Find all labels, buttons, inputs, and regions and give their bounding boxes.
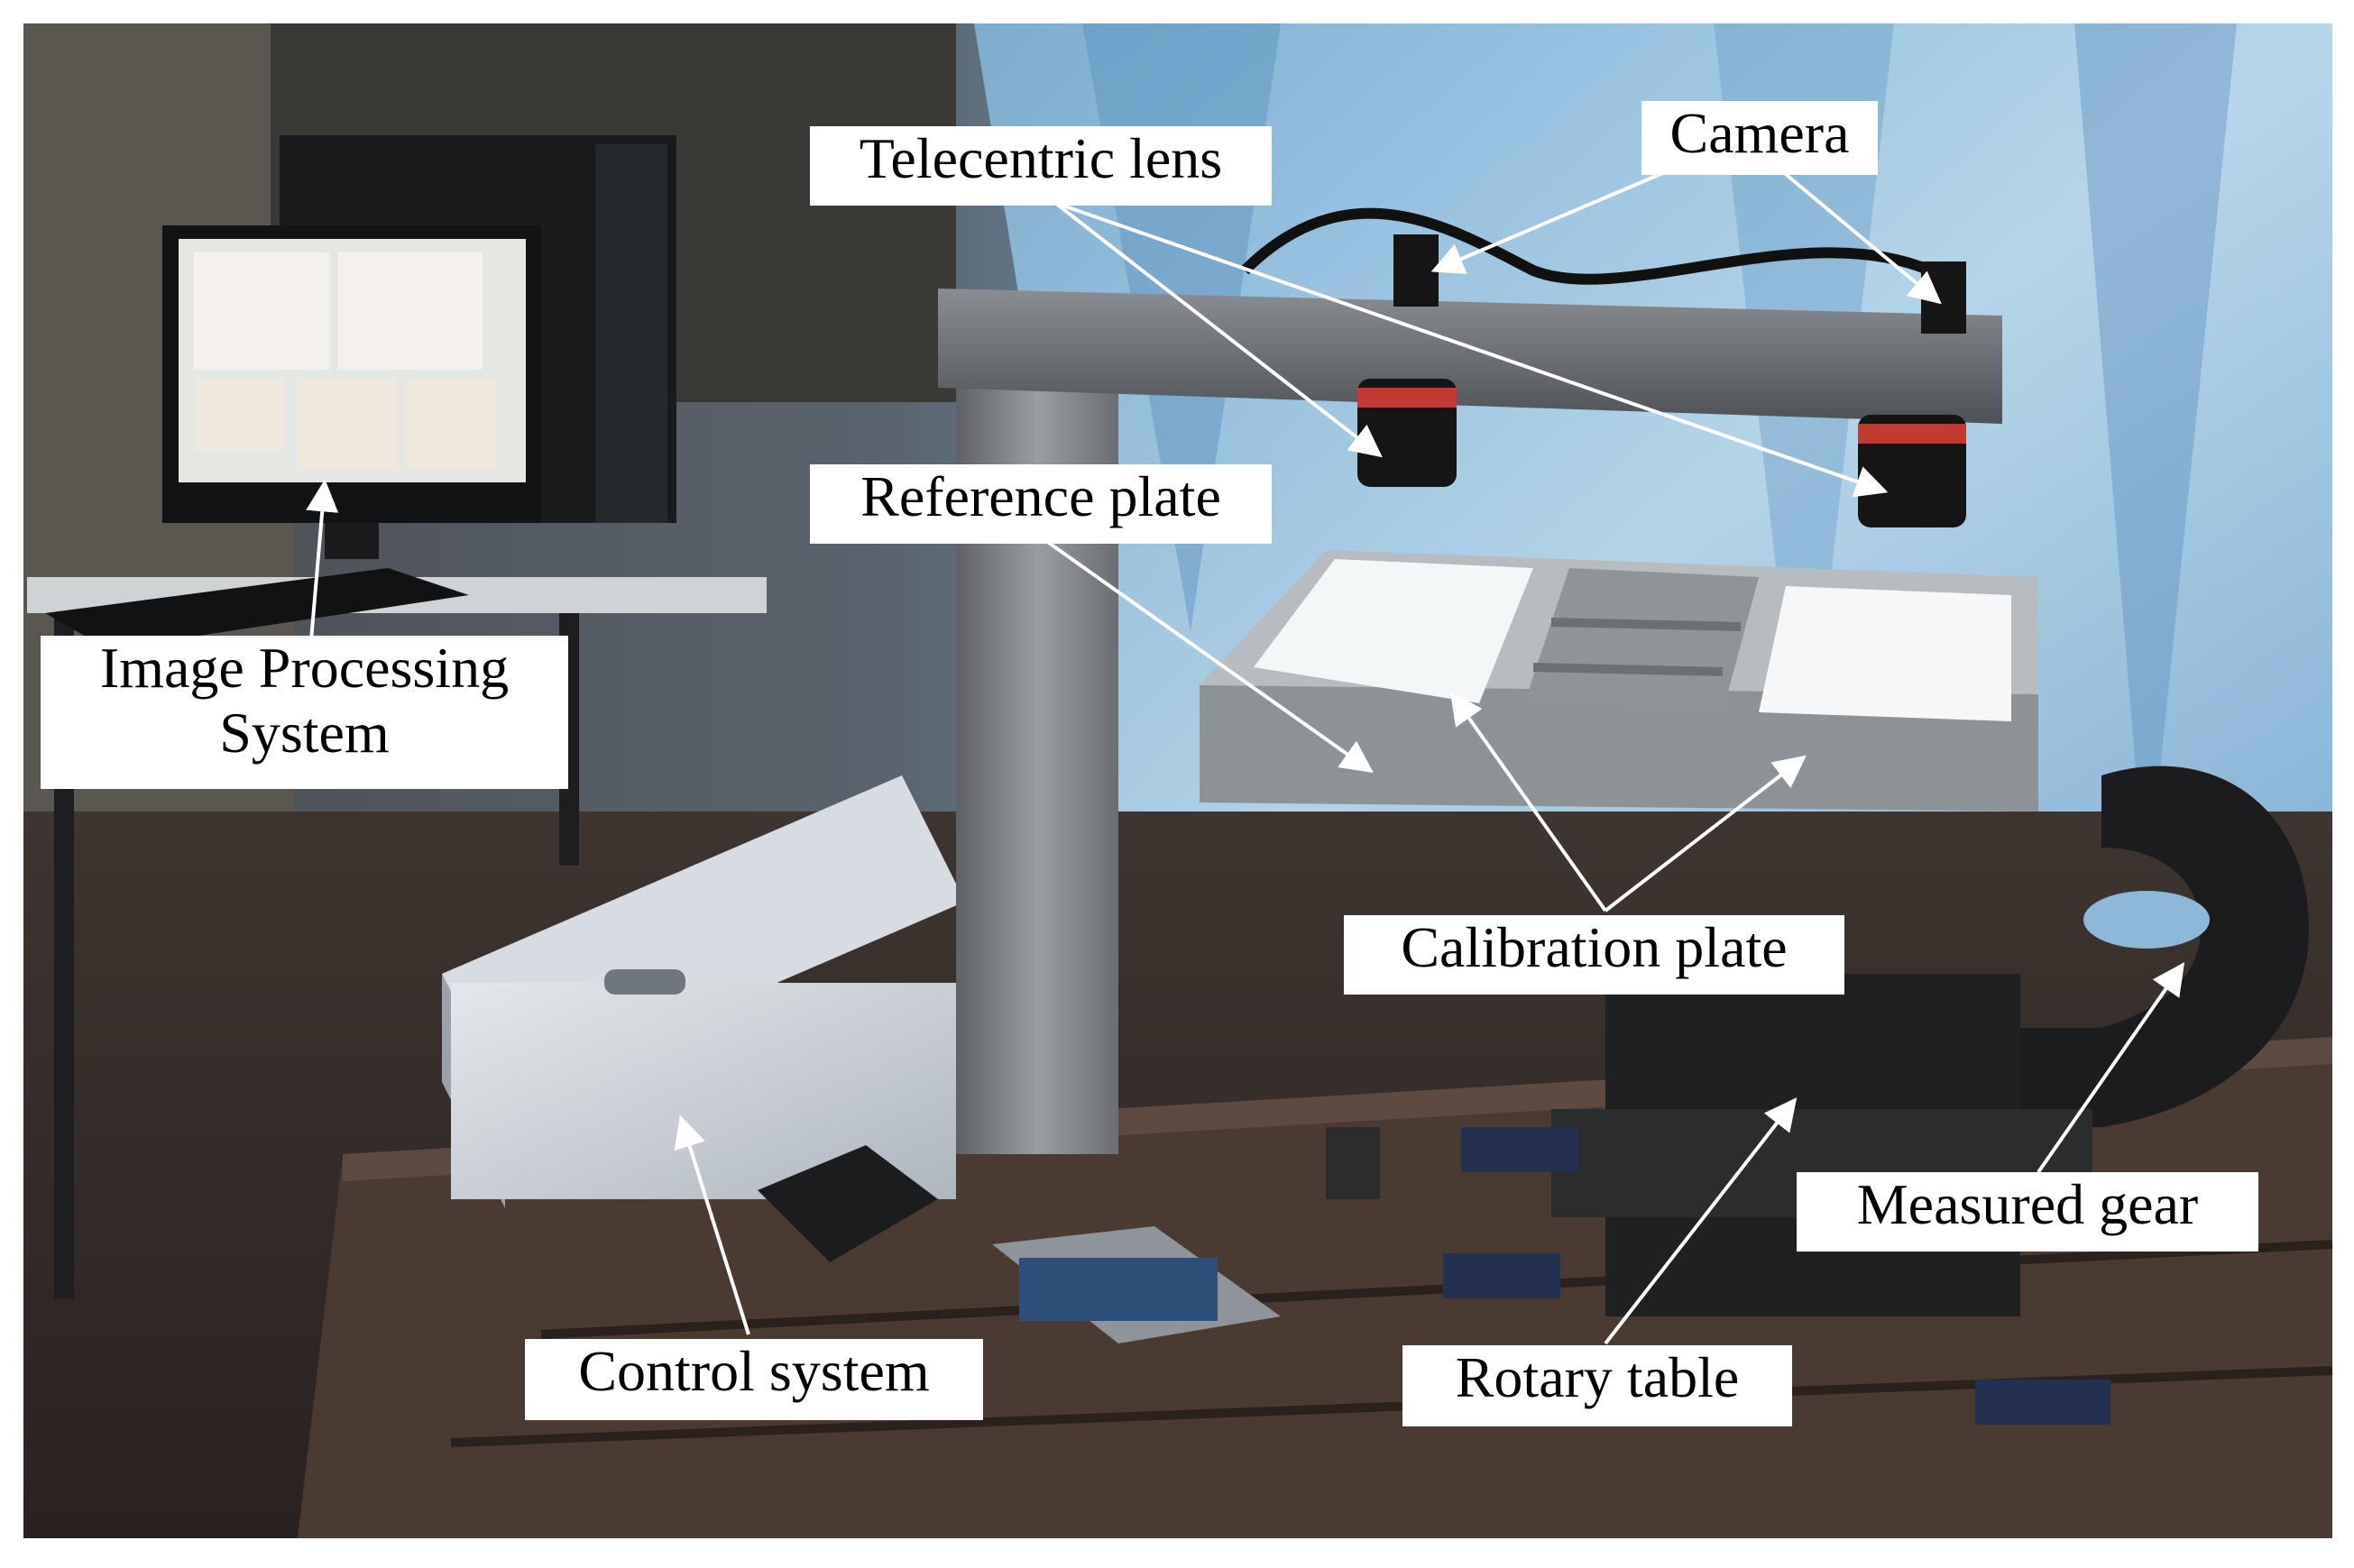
label-measured-gear: Measured gear [1797,1172,2258,1252]
label-reference-plate-text: Reference plate [860,464,1221,528]
label-rotary-table-text: Rotary table [1455,1345,1740,1409]
label-control-system-text: Control system [578,1339,930,1403]
annotation-arrows [306,165,2185,1345]
label-telecentric-lens-text: Telecentric lens [859,126,1223,190]
label-camera: Camera [1641,101,1878,175]
label-measured-gear-text: Measured gear [1856,1172,2199,1236]
label-image-processing-line1: Image Processing [99,636,510,700]
label-calibration-plate-text: Calibration plate [1401,915,1788,979]
label-camera-text: Camera [1669,101,1850,165]
label-rotary-table: Rotary table [1402,1345,1792,1426]
label-telecentric-lens: Telecentric lens [810,126,1272,206]
label-reference-plate: Reference plate [810,464,1272,544]
label-calibration-plate: Calibration plate [1344,915,1844,995]
label-image-processing-line2: System [219,700,390,765]
label-control-system: Control system [525,1339,983,1420]
label-image-processing-system: Image Processing System [41,636,568,789]
